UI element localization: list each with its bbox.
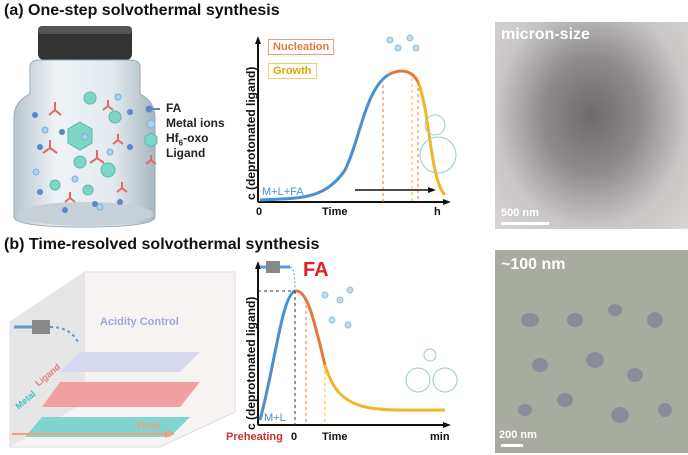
legend-fa: FA [166, 101, 182, 115]
nucleation-tag: Nucleation [268, 39, 335, 55]
fa-cluster-molecules [321, 286, 354, 329]
tem-image-micron: micron-size 500 nm [495, 22, 688, 229]
curve-blue [258, 289, 296, 421]
cluster-molecules [386, 34, 420, 52]
ligand-layer [42, 382, 200, 407]
scale-bar-a [501, 222, 549, 225]
start-label-a: M+L+FA [262, 186, 304, 198]
tem-image-100nm: ~100 nm 200 nm [495, 250, 688, 453]
micrograph-a-label: micron-size [501, 26, 590, 43]
x-tick-0-b: 0 [291, 431, 298, 443]
mof-sheets [419, 114, 457, 174]
x-tick-time: Time [322, 206, 348, 218]
chart-a [255, 34, 457, 205]
scale-text-a: 500 nm [501, 207, 539, 219]
pump-icon [266, 261, 280, 273]
x-tick-h: h [434, 206, 441, 218]
mof-particles [405, 348, 458, 393]
chart-a-ylabel: c (deprotonated ligand) [244, 66, 258, 200]
curve-orange [294, 289, 327, 366]
growth-tag: Growth [268, 63, 317, 79]
panel-b-title: (b) Time-resolved solvothermal synthesis [4, 236, 320, 253]
x-tick-time-b: Time [322, 431, 348, 443]
chart-b-ylabel: c (deprotonated ligand) [244, 296, 258, 430]
acidity-layer [60, 352, 200, 372]
start-label-b: M+L [264, 412, 286, 424]
legend-hf-text: Hf [166, 131, 179, 145]
legend-hf-suffix: -oxo [183, 131, 209, 145]
ligand-molecules [42, 100, 128, 203]
curve-orange [387, 69, 420, 83]
legend-metal-ions: Metal ions [166, 116, 225, 130]
chart-b [255, 261, 458, 428]
curve-yellow [323, 364, 446, 412]
jar-illustration [13, 26, 160, 228]
curve-yellow [416, 81, 447, 197]
hf6-oxo-clusters [49, 91, 122, 196]
reactor-diagram [9, 271, 236, 448]
panel-a-title: (a) One-step solvothermal synthesis [4, 2, 280, 19]
nanoparticles [518, 304, 672, 423]
acidity-control-label: Acidity Control [100, 316, 179, 328]
time-label: Time [135, 420, 161, 432]
legend-icons [144, 105, 160, 165]
preheating-label: Preheating [226, 431, 283, 443]
jar-lid [38, 26, 132, 60]
scale-bar-b [501, 444, 523, 447]
x-tick-min: min [430, 431, 450, 443]
legend-ligand: Ligand [166, 146, 206, 160]
x-tick-0: 0 [256, 206, 263, 218]
legend-hf6-oxo: Hf6-oxo [166, 131, 208, 147]
metal-layer [25, 417, 190, 437]
pump-icon [32, 320, 50, 334]
fa-molecules [32, 109, 133, 213]
fa-label: FA [303, 259, 329, 281]
legend-hf-sub: 6 [178, 138, 184, 148]
metal-ions [32, 93, 122, 211]
curve-blue [259, 73, 389, 202]
scale-text-b: 200 nm [499, 429, 537, 441]
micrograph-b-label: ~100 nm [501, 256, 566, 273]
